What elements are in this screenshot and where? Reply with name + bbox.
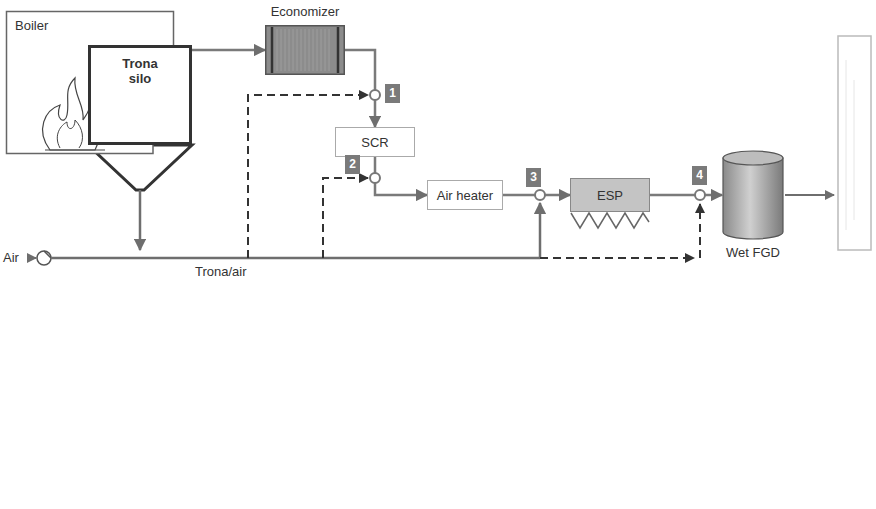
- flue-arrow: [785, 194, 834, 196]
- feed-arrow: [139, 190, 142, 250]
- flue-gas-connector: [345, 50, 375, 127]
- node-label: Air heater: [433, 188, 497, 203]
- node-label: Trona silo: [115, 56, 165, 86]
- process-box: Air heater: [427, 180, 503, 210]
- callout-number: 1: [385, 84, 400, 103]
- esp-hoppers: [571, 213, 649, 228]
- node-label: ESP: [593, 188, 627, 203]
- silo: Trona silo: [88, 45, 192, 145]
- injection-point: [695, 190, 705, 200]
- node-label: Wet FGD: [697, 245, 809, 260]
- air-inlet-arrow: [28, 257, 36, 259]
- inlet-label: Air: [3, 250, 19, 265]
- stack: [838, 36, 871, 250]
- stack-shading: [846, 60, 854, 230]
- callout-number: 4: [692, 166, 707, 185]
- node-label: SCR: [357, 135, 392, 150]
- economizer: Economizer: [265, 25, 345, 75]
- fgd-vessel: [722, 150, 784, 240]
- callout-number: 3: [526, 168, 541, 187]
- trona-dashed-line: [540, 257, 694, 259]
- injection-point: [370, 173, 380, 183]
- fgd-cylinder: Wet FGD: [722, 150, 784, 240]
- flue-gas-connector: [650, 194, 722, 197]
- trona-dashed-line: [323, 178, 368, 258]
- injection-point: [535, 190, 545, 200]
- injection-point: [370, 90, 380, 100]
- trona-dashed-line: [248, 95, 368, 258]
- callout-number: 2: [345, 155, 360, 174]
- trona-dashed-line: [699, 204, 701, 258]
- blower-symbol: [37, 251, 51, 265]
- node-label: Economizer: [245, 4, 365, 19]
- blower-symbol: [44, 251, 51, 258]
- line-label: Trona/air: [195, 264, 247, 279]
- trona-line: [51, 257, 540, 260]
- esp-box: ESP: [570, 178, 650, 212]
- flue-gas-connector: [375, 157, 427, 195]
- node-label: Boiler: [15, 18, 48, 33]
- process-box: SCR: [335, 127, 415, 157]
- trona-line: [539, 203, 542, 258]
- economizer-body: [265, 25, 345, 75]
